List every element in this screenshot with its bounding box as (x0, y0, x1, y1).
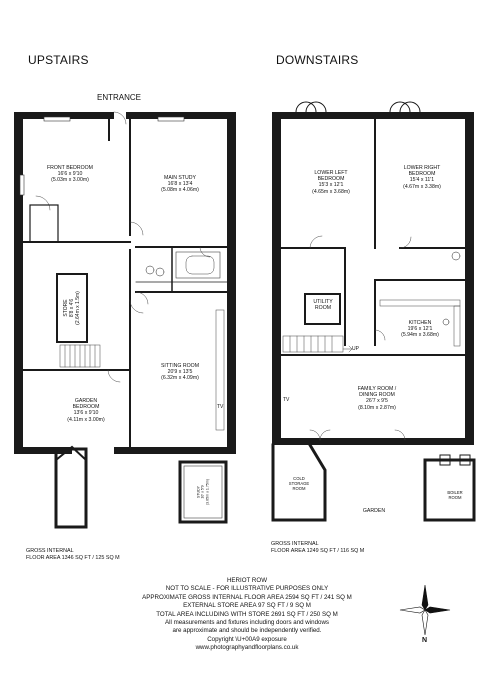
compass-north-label: N (422, 637, 428, 644)
total-area-with-store: TOTAL AREA INCLUDING WITH STORE 2691 SQ … (156, 610, 338, 618)
lower-right-bedroom-label: LOWER RIGHT BEDROOM 15'4 x 11'1 (4.67m x… (403, 165, 441, 190)
main-study-label: MAIN STUDY 16'8 x 13'4 (5.08m x 4.06m) (161, 175, 199, 194)
garden-bedroom-label: GARDEN BEDROOM 13'6 x 9'10 (4.11m x 3.00… (67, 398, 105, 423)
boiler-room-label: BOILER ROOM (447, 490, 463, 500)
utility-room-label: UTILITY ROOM (313, 299, 333, 312)
plan-notes: HERIOT ROW NOT TO SCALE - FOR ILLUSTRATI… (0, 577, 494, 653)
scale-disclaimer: NOT TO SCALE - FOR ILLUSTRATIVE PURPOSES… (165, 585, 329, 593)
store-label: STORE 8'8 x 4'6 (2.64m x 1.5m) (63, 291, 81, 325)
cold-storage-room-label: COLD STORAGE ROOM (288, 476, 310, 491)
gross-area-total: APPROXIMATE GROSS INTERNAL FLOOR AREA 25… (142, 593, 352, 601)
sitting-room-label: SITTING ROOM 20'9 x 13'5 (6.32m x 4.09m) (160, 363, 200, 382)
family-dining-room-label: FAMILY ROOM / DINING ROOM 26'7 x 9'5 (8.… (357, 386, 397, 411)
downstairs-floor-area: GROSS INTERNAL FLOOR AREA 1249 SQ FT / 1… (271, 541, 365, 554)
external-store-area: EXTERNAL STORE AREA 97 SQ FT / 9 SQ M (183, 602, 311, 610)
downstairs-heading: DOWNSTAIRS (276, 53, 359, 67)
address-line: HERIOT ROW (226, 577, 268, 584)
upstairs-floor-area: GROSS INTERNAL FLOOR AREA 1346 SQ FT / 1… (26, 548, 120, 561)
website-link[interactable]: www.photographyandfloorplans.co.uk (195, 644, 299, 652)
copyright-line: Copyright \U+00A9 exposure (207, 635, 287, 643)
entrance-label: ENTRANCE (97, 93, 142, 102)
kitchen-label: KITCHEN 19'6 x 12'1 (5.94m x 3.68m) (401, 320, 439, 339)
north-compass-rose (399, 584, 451, 636)
downstairs-walls (271, 101, 476, 522)
lower-left-bedroom-label: LOWER LEFT BEDROOM 15'3 x 12'1 (4.65m x … (312, 170, 350, 195)
study-label: STUDY 10' x 5'9 (3.05m x 1.75m) (196, 478, 210, 506)
downstairs-tv-mark: TV (283, 397, 290, 403)
measurement-note-1: All measurements and fixtures including … (164, 619, 330, 627)
garden-label: GARDEN (362, 508, 386, 514)
front-bedroom-label: FRONT BEDROOM 16'6 x 9'10 (5.03m x 3.00m… (46, 165, 94, 184)
stairs-up-mark: UP (352, 346, 359, 352)
upstairs-walls (14, 111, 236, 529)
upstairs-heading: UPSTAIRS (28, 53, 89, 67)
measurement-note-2: are approximate and should be independen… (172, 627, 322, 635)
upstairs-tv-mark: TV (217, 404, 224, 410)
